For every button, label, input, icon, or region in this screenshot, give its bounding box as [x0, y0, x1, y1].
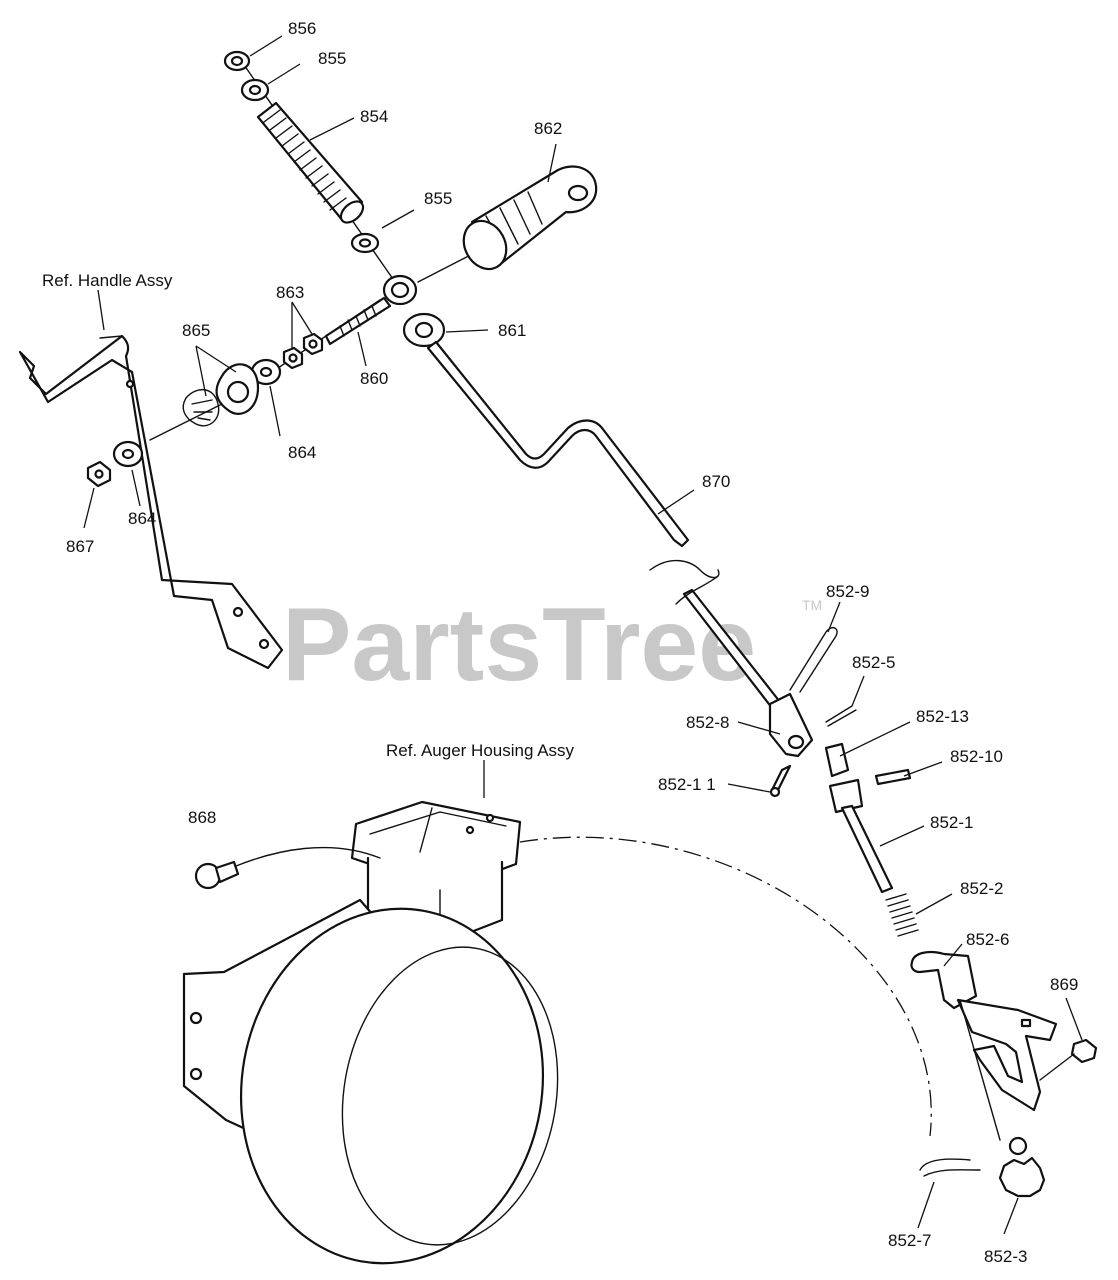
part-852-2-spring — [885, 893, 919, 937]
leader-869 — [1065, 997, 1083, 1041]
part-852-6-bracket — [910, 951, 1058, 1112]
part-862-ferrule — [462, 165, 598, 271]
part-855-washer-lower — [350, 232, 380, 254]
callout-854: 854 — [360, 107, 388, 126]
part-854-grip — [256, 101, 365, 224]
callout-856: 856 — [288, 19, 316, 38]
leader-852-13 — [839, 721, 911, 757]
bolt-centerline — [235, 846, 381, 867]
callout-864-lower: 864 — [128, 509, 156, 528]
leader-867 — [83, 487, 95, 529]
callout-852-1: 852-1 — [930, 813, 973, 832]
part-852-13-clip — [824, 742, 850, 778]
part-870-rod — [426, 340, 782, 710]
leader-861 — [445, 329, 489, 333]
part-852-10-pin — [874, 768, 912, 786]
leader-852-10 — [903, 761, 943, 777]
callout-865: 865 — [182, 321, 210, 340]
leader-855b — [381, 209, 415, 229]
assembly-arc — [519, 836, 932, 1137]
leader-852-7 — [917, 1181, 935, 1229]
leader-862 — [547, 143, 557, 183]
part-852-3-gear — [998, 1136, 1046, 1198]
callout-852-8: 852-8 — [686, 713, 729, 732]
callout-867: 867 — [66, 537, 94, 556]
handle-assembly — [18, 334, 284, 670]
callout-861: 861 — [498, 321, 526, 340]
part-856-washer — [223, 50, 251, 72]
leader-852-9 — [827, 601, 841, 633]
callout-864-upper: 864 — [288, 443, 316, 462]
leader-864a — [269, 385, 281, 437]
part-864-washer-upper — [250, 358, 282, 386]
callout-852-13: 852-13 — [916, 707, 969, 726]
leader-870 — [657, 489, 695, 515]
part-861-bushing — [402, 312, 446, 348]
leader-864b — [131, 469, 141, 507]
callout-863: 863 — [276, 283, 304, 302]
leader-865 — [195, 345, 237, 397]
label-ref-handle: Ref. Handle Assy — [42, 271, 173, 290]
leader-852-1 — [879, 825, 925, 847]
part-852-1-rod-end — [828, 778, 894, 894]
leader-856 — [249, 35, 283, 57]
callout-852-9: 852-9 — [826, 582, 869, 601]
leader-852-5 — [851, 675, 865, 707]
leader-852-8 — [737, 721, 781, 735]
callout-852-3: 852-3 — [984, 1247, 1027, 1266]
linkage-centerline — [959, 999, 1075, 1141]
part-855-washer-top — [240, 78, 270, 102]
leader-855a — [267, 63, 301, 85]
leader-852-6 — [943, 943, 963, 967]
callout-852-2: 852-2 — [960, 879, 1003, 898]
watermark: PartsTree — [282, 587, 756, 703]
callout-855-lower: 855 — [424, 189, 452, 208]
leader-handle — [97, 289, 105, 331]
callout-852-7: 852-7 — [888, 1231, 931, 1250]
auger-housing-assembly — [182, 800, 559, 1265]
leader-852-2 — [915, 893, 953, 915]
part-852-8-clevis — [768, 692, 814, 758]
part-864-washer-lower — [112, 440, 144, 468]
part-852-5-cotter-pin — [825, 705, 857, 727]
part-852-11-screw — [769, 764, 792, 798]
part-852-9-hairpin — [789, 626, 838, 693]
part-860-eye-bolt — [324, 274, 418, 346]
callout-860: 860 — [360, 369, 388, 388]
callout-869: 869 — [1050, 975, 1078, 994]
callout-862: 862 — [534, 119, 562, 138]
part-868-carriage-bolt — [194, 860, 240, 890]
callout-855-top: 855 — [318, 49, 346, 68]
part-869-nut — [1070, 1038, 1098, 1064]
leader-852-3 — [1003, 1197, 1019, 1235]
callout-870: 870 — [702, 472, 730, 491]
part-865-spacer — [182, 363, 260, 427]
part-863-nuts — [282, 332, 324, 370]
callout-852-10: 852-10 — [950, 747, 1003, 766]
callout-852-6: 852-6 — [966, 930, 1009, 949]
leader-860 — [357, 331, 367, 367]
callout-852-11: 852-1 1 — [658, 775, 716, 794]
part-867-nut — [86, 460, 112, 488]
label-ref-auger: Ref. Auger Housing Assy — [386, 741, 575, 760]
callout-852-5: 852-5 — [852, 653, 895, 672]
leader-863 — [291, 301, 313, 348]
leader-852-11 — [727, 783, 771, 793]
part-852-7-hairpin — [919, 1158, 981, 1177]
callout-868: 868 — [188, 808, 216, 827]
watermark-tm: TM — [802, 597, 822, 613]
leader-854 — [309, 117, 355, 141]
